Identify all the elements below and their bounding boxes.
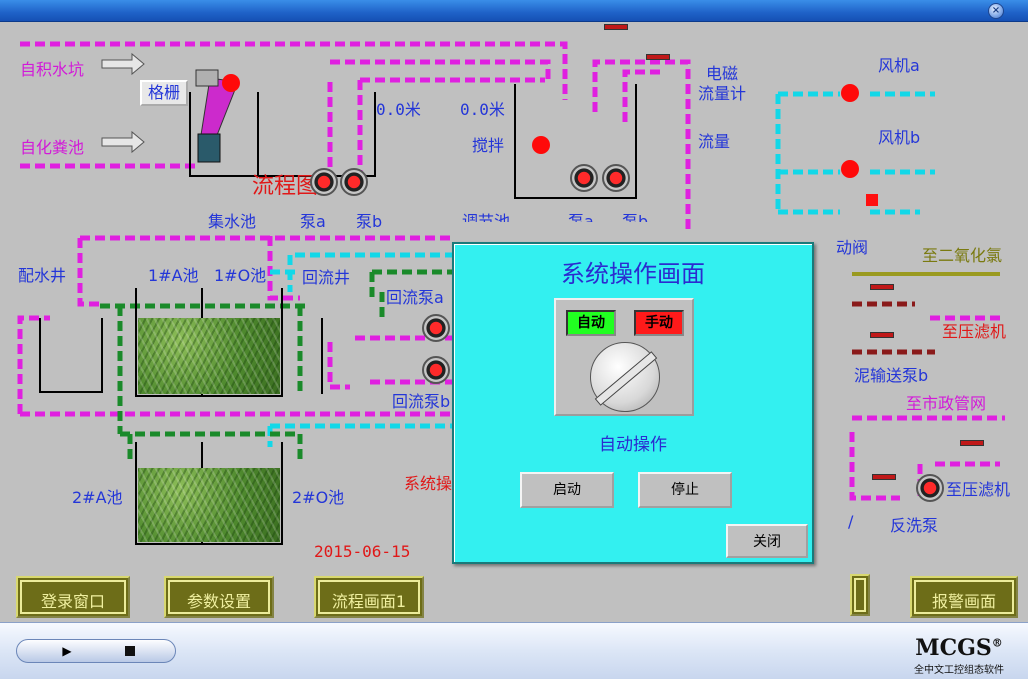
label-pump-a2: 泵a (568, 212, 594, 222)
label-pool-2a: 2#A池 (72, 488, 123, 507)
label-self-septic: 自化粪池 (20, 138, 85, 157)
mode-status-text: 自动操作 (599, 435, 667, 455)
valve-icon[interactable] (646, 54, 670, 60)
label-to-municipal: 至市政管网 (906, 394, 987, 413)
media-controls: ▶ (16, 639, 176, 663)
params-settings-label: 参数设置 (168, 580, 270, 614)
valve-icon[interactable] (870, 332, 894, 338)
label-sludge-pump-b: 泥输送泵b (854, 366, 929, 385)
stop-icon[interactable] (125, 646, 135, 656)
login-window-label: 登录窗口 (20, 580, 126, 614)
auto-mode-indicator[interactable]: 自动 (566, 310, 616, 336)
dialog-title: 系统操作画面 (561, 260, 705, 288)
brand-name: MCGS (915, 635, 992, 661)
return-pump-a-icon[interactable] (422, 314, 450, 342)
label-slash: / (848, 512, 854, 531)
label-pump-a: 泵a (300, 212, 326, 231)
knob-handle (594, 351, 658, 406)
label-pool-2o: 2#O池 (292, 488, 345, 507)
hidden-nav-button[interactable] (850, 574, 870, 616)
label-return-pump-a: 回流泵a (386, 288, 444, 307)
login-window-button[interactable]: 登录窗口 (16, 576, 130, 618)
taskbar: ▶ MCGS® 全中文工控组态软件 (0, 622, 1028, 679)
stir-status-indicator (532, 136, 550, 154)
label-fan-b: 风机b (878, 128, 921, 147)
pump-a-icon[interactable] (310, 168, 338, 196)
brand-subtitle: 全中文工控组态软件 (914, 665, 1004, 676)
flow-screen-1-button[interactable]: 流程画面1 (314, 576, 424, 618)
alarm-screen-button[interactable]: 报警画面 (910, 576, 1018, 618)
label-dist-well: 配水井 (18, 266, 67, 285)
label-to-filter-press: 至压滤机 (942, 322, 1007, 341)
label-pool-1o: 1#O池 (214, 266, 267, 285)
pump-b-icon[interactable] (340, 168, 368, 196)
level-readout-collect: 0.0米 (376, 100, 421, 119)
label-self-pit: 自积水坑 (20, 60, 85, 79)
close-dialog-button[interactable]: 关闭 (726, 524, 808, 558)
return-pump-b-icon[interactable] (422, 356, 450, 384)
pipe-network (17, 41, 1005, 545)
valve-icon[interactable] (604, 24, 628, 30)
params-settings-button[interactable]: 参数设置 (164, 576, 274, 618)
mode-panel: 自动 手动 (554, 298, 694, 416)
fan-b-icon[interactable] (841, 160, 859, 178)
label-valve: 动阀 (836, 238, 869, 257)
label-system-op: 系统操 (404, 474, 453, 493)
label-em-flowmeter: 电磁 流量计 (698, 64, 747, 103)
label-flow: 流量 (698, 132, 731, 151)
label-stir: 搅拌 (472, 136, 505, 155)
flow-screen-1-label: 流程画面1 (318, 580, 420, 614)
valve-icon[interactable] (870, 284, 894, 290)
label-to-filter-press-2: 至压滤机 (946, 480, 1011, 499)
pump-a2-icon[interactable] (570, 164, 598, 192)
label-return-well: 回流井 (302, 268, 351, 287)
label-backwash-pump: 反洗泵 (890, 516, 939, 535)
label-return-pump-b: 回流泵b (392, 392, 451, 411)
grille-status-indicator (222, 74, 240, 92)
play-icon[interactable]: ▶ (62, 644, 72, 658)
label-adjust-pool: 调节池 (462, 212, 511, 222)
label-pump-b2: 泵b (622, 212, 649, 222)
label-pump-b: 泵b (356, 212, 383, 231)
start-button[interactable]: 启动 (520, 472, 614, 508)
brand-logo: MCGS® 全中文工控组态软件 (914, 635, 1004, 676)
label-to-chlorine: 至二氧化氯 (922, 246, 1003, 265)
level-readout-adjust: 0.0米 (460, 100, 505, 119)
label-fan-a: 风机a (878, 56, 920, 75)
valve-icon[interactable] (960, 440, 984, 446)
pump-b2-icon[interactable] (602, 164, 630, 192)
grille-button[interactable]: 格栅 (140, 80, 188, 106)
pool-2-media (138, 468, 280, 542)
date-display: 2015-06-15 (314, 542, 411, 561)
close-icon[interactable]: × (988, 3, 1004, 19)
stop-button[interactable]: 停止 (638, 472, 732, 508)
manual-mode-indicator[interactable]: 手动 (634, 310, 684, 336)
mode-selector-knob[interactable] (590, 342, 660, 412)
alarm-screen-label: 报警画面 (914, 580, 1014, 614)
registered-mark: ® (991, 636, 1003, 650)
backwash-pump-icon[interactable] (916, 474, 944, 502)
valve-icon[interactable] (872, 474, 896, 480)
pool-1-media (138, 318, 280, 394)
label-flow-diagram: 流程图 (252, 174, 319, 199)
valve-status-indicator (866, 194, 878, 206)
title-bar: × (0, 0, 1028, 22)
label-pool-1a: 1#A池 (148, 266, 199, 285)
system-operation-dialog: 系统操作画面 自动 手动 自动操作 启动 停止 关闭 (452, 242, 814, 564)
process-canvas: 自积水坑 自化粪池 格栅 流程图 集水池 泵a 泵b 0.0米 0.0米 搅拌 … (0, 22, 1028, 622)
label-collect-pool: 集水池 (208, 212, 257, 231)
fan-a-icon[interactable] (841, 84, 859, 102)
